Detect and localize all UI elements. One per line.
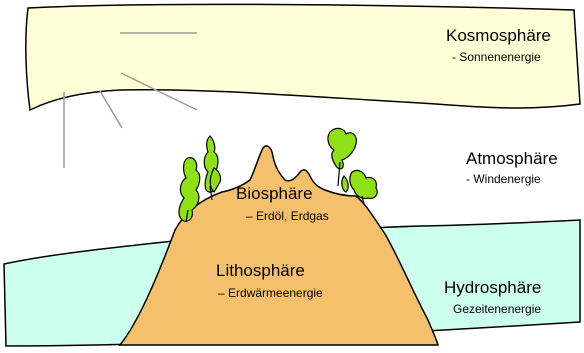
trees-right <box>328 128 377 198</box>
kosmosphere-title: Kosmosphäre <box>446 26 551 46</box>
atmosphere-title: Atmosphäre <box>466 149 558 169</box>
atmosphere-energy: - Windenergie <box>466 172 541 186</box>
biosphere-energy: – Erdöl, Erdgas <box>246 209 329 223</box>
lithosphere-title: Lithosphäre <box>216 261 305 281</box>
lithosphere-energy: – Erdwärmeenergie <box>218 286 323 300</box>
hydrosphere-title: Hydrosphäre <box>444 278 541 298</box>
biosphere-title: Biosphäre <box>236 184 313 204</box>
hydrosphere-energy: Gezeitenenergie <box>453 302 541 316</box>
kosmosphere-energy: - Sonnenenergie <box>452 50 541 64</box>
